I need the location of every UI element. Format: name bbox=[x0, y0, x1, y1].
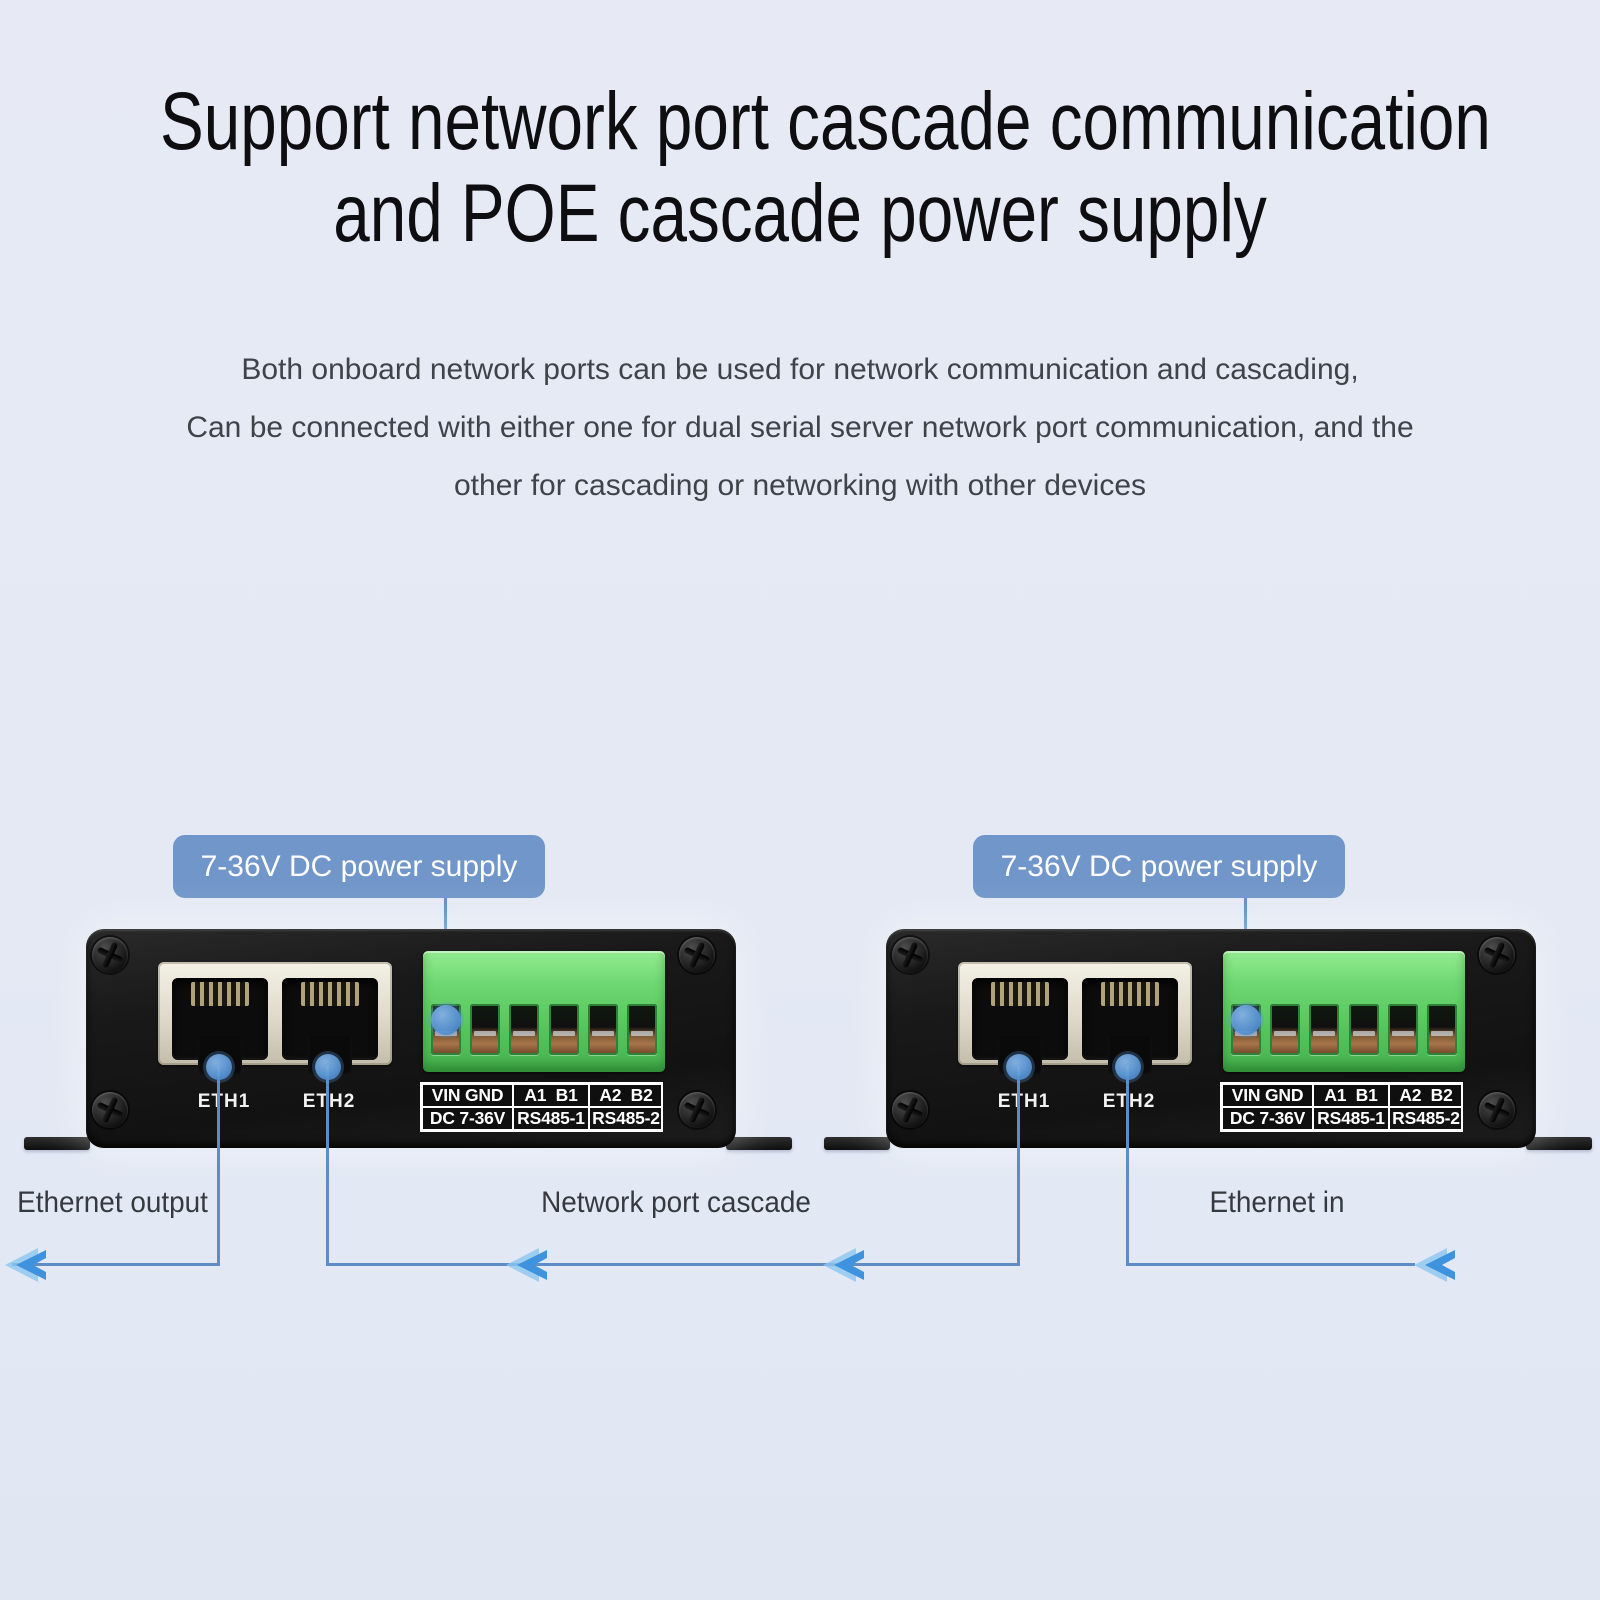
terminal-hole bbox=[548, 1004, 579, 1055]
eth1-label: ETH1 bbox=[997, 1091, 1051, 1112]
terminal-hole bbox=[626, 1004, 657, 1055]
terminal-cell: DC 7-36V bbox=[422, 1107, 513, 1130]
ethernet-in-label: Ethernet in bbox=[1209, 1186, 1345, 1219]
eth1-left-drop-line bbox=[217, 1066, 220, 1266]
title-line-2: and POE cascade power supply bbox=[333, 168, 1267, 259]
rj45-pins-icon bbox=[1101, 982, 1159, 1006]
power-supply-badge: 7-36V DC power supply bbox=[173, 835, 545, 898]
screw-icon bbox=[679, 1092, 715, 1128]
description: Both onboard network ports can be used f… bbox=[0, 341, 1600, 515]
device-left: 7-36V DC power supply ETH1 ETH2 bbox=[0, 0, 800, 1600]
terminal-label-table: VIN GND A1 B1 A2 B2 DC 7-36V RS485-1 RS4… bbox=[420, 1082, 663, 1132]
device-right: 7-36V DC power supply ETH1 ETH2 bbox=[800, 0, 1600, 1600]
screw-icon bbox=[92, 1092, 128, 1128]
terminal-cell: VIN GND bbox=[1222, 1084, 1313, 1107]
mounting-flange-right bbox=[726, 1137, 792, 1150]
terminal-hole bbox=[587, 1004, 618, 1055]
terminal-cell: RS485-2 bbox=[1389, 1107, 1463, 1130]
eth2-port bbox=[282, 978, 378, 1076]
description-line-3: other for cascading or networking with o… bbox=[453, 469, 1147, 502]
serial-server-front-panel: ETH1 ETH2 VIN GND A1 B1 A2 B2 DC 7-36V R… bbox=[86, 929, 736, 1148]
screw-icon bbox=[1479, 937, 1515, 973]
title-line-1: Support network port cascade communicati… bbox=[160, 76, 1491, 167]
eth1-label: ETH1 bbox=[197, 1091, 251, 1112]
terminal-hole bbox=[1270, 1004, 1301, 1055]
eth2-callout-dot bbox=[1115, 1054, 1141, 1080]
terminal-cell: A1 B1 bbox=[513, 1084, 589, 1107]
page-title: Support network port cascade communicati… bbox=[0, 76, 1600, 260]
terminal-cell: RS485-1 bbox=[1313, 1107, 1389, 1130]
mounting-flange-right bbox=[1526, 1137, 1592, 1150]
ethernet-output-label: Ethernet output bbox=[17, 1186, 208, 1219]
screw-icon bbox=[892, 1092, 928, 1128]
mounting-flange-left bbox=[824, 1137, 890, 1150]
rj45-port-plate bbox=[958, 962, 1192, 1076]
power-supply-badge: 7-36V DC power supply bbox=[973, 835, 1345, 898]
arrow-left-icon bbox=[506, 1248, 547, 1282]
terminal-cell: DC 7-36V bbox=[1222, 1107, 1313, 1130]
eth1-callout-dot bbox=[206, 1054, 232, 1080]
terminal-hole bbox=[509, 1004, 540, 1055]
screw-icon bbox=[679, 937, 715, 973]
terminal-hole bbox=[1426, 1004, 1457, 1055]
terminal-cell: A2 B2 bbox=[1389, 1084, 1463, 1107]
rj45-pins-icon bbox=[301, 982, 359, 1006]
eth2-left-drop-line bbox=[326, 1066, 329, 1266]
screw-icon bbox=[1479, 1092, 1515, 1128]
eth1-right-drop-line bbox=[1017, 1066, 1020, 1266]
terminal-hole bbox=[1348, 1004, 1379, 1055]
eth2-callout-dot bbox=[315, 1054, 341, 1080]
serial-server-front-panel: ETH1 ETH2 VIN GND A1 B1 A2 B2 DC 7-36V R… bbox=[886, 929, 1536, 1148]
rj45-pins-icon bbox=[191, 982, 249, 1006]
eth2-right-drop-line bbox=[1126, 1066, 1129, 1266]
eth1-port bbox=[972, 978, 1068, 1076]
terminal-cell: A2 B2 bbox=[589, 1084, 663, 1107]
screw-icon bbox=[892, 937, 928, 973]
power-terminal-callout-dot bbox=[431, 1005, 461, 1035]
terminal-hole bbox=[470, 1004, 501, 1055]
terminal-cell: RS485-1 bbox=[513, 1107, 589, 1130]
terminal-cell: VIN GND bbox=[422, 1084, 513, 1107]
terminal-hole bbox=[1309, 1004, 1340, 1055]
screw-icon bbox=[92, 937, 128, 973]
cascade-line bbox=[328, 1263, 1019, 1266]
arrow-left-icon bbox=[1414, 1248, 1455, 1282]
rj45-pins-icon bbox=[991, 982, 1049, 1006]
network-port-cascade-label: Network port cascade bbox=[541, 1186, 811, 1219]
terminal-cell: A1 B1 bbox=[1313, 1084, 1389, 1107]
eth1-callout-dot bbox=[1006, 1054, 1032, 1080]
arrow-left-icon bbox=[823, 1248, 864, 1282]
ethernet-in-line bbox=[1128, 1263, 1415, 1266]
arrow-left-icon bbox=[5, 1248, 46, 1282]
power-terminal-callout-dot bbox=[1231, 1005, 1261, 1035]
description-line-1: Both onboard network ports can be used f… bbox=[241, 353, 1359, 386]
ethernet-output-line bbox=[12, 1263, 219, 1266]
description-line-2: Can be connected with either one for dua… bbox=[186, 411, 1414, 444]
terminal-label-table: VIN GND A1 B1 A2 B2 DC 7-36V RS485-1 RS4… bbox=[1220, 1082, 1463, 1132]
mounting-flange-left bbox=[24, 1137, 90, 1150]
terminal-block bbox=[423, 951, 665, 1072]
terminal-cell: RS485-2 bbox=[589, 1107, 663, 1130]
terminal-hole bbox=[1387, 1004, 1418, 1055]
